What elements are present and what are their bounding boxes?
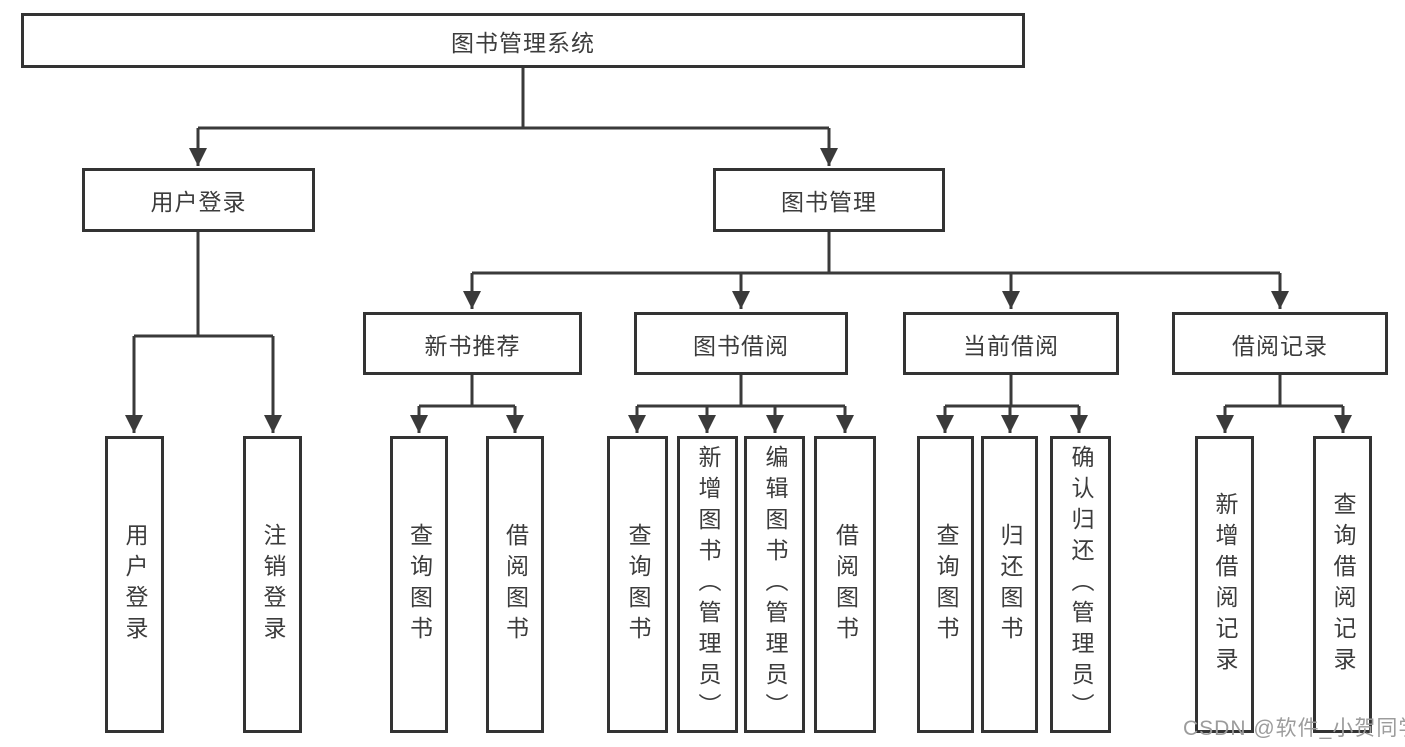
node-label: 查询图书 [406,522,433,647]
node-label: 借阅图书 [502,522,529,647]
node-user-login: 用户登录 [82,168,315,232]
node-label: 查询图书 [933,522,959,647]
node-label: 图书借阅 [693,332,789,359]
node-confirm-return-admin: 确认归还（管理员） [1050,436,1111,733]
node-label: 当前借阅 [963,332,1059,359]
node-new-book-recommend: 新书推荐 [363,312,582,375]
node-label: 查询借阅记录 [1330,491,1356,678]
node-label: 用户登录 [122,522,148,647]
node-label: 图书管理 [781,189,877,215]
node-root-library-system: 图书管理系统 [21,13,1025,68]
node-borrow-books: 借阅图书 [814,436,876,733]
node-label: 借阅记录 [1232,332,1328,359]
node-label: 查询图书 [625,522,651,647]
node-label: 确认归还（管理员） [1068,445,1094,724]
node-label: 新书推荐 [424,332,521,359]
node-book-management: 图书管理 [713,168,945,232]
node-add-borrow-record: 新增借阅记录 [1195,436,1254,733]
node-label: 新增借阅记录 [1212,491,1238,678]
node-query-books-borrow: 查询图书 [607,436,668,733]
node-label: 借阅图书 [832,522,859,647]
node-current-borrow: 当前借阅 [903,312,1119,375]
node-login: 用户登录 [105,436,164,733]
csdn-watermark: CSDN @软件_小贺同学 [1183,717,1405,740]
node-return-books: 归还图书 [981,436,1038,733]
node-edit-books-admin: 编辑图书（管理员） [744,436,805,733]
node-add-books-admin: 新增图书（管理员） [677,436,738,733]
node-label: 注销登录 [260,522,286,647]
node-query-books-recommend: 查询图书 [390,436,448,733]
node-label: 图书管理系统 [451,29,595,56]
node-query-books-current: 查询图书 [917,436,974,733]
node-logout: 注销登录 [243,436,302,733]
node-label: 用户登录 [150,189,247,215]
node-borrow-records: 借阅记录 [1172,312,1388,375]
node-query-borrow-record: 查询借阅记录 [1313,436,1372,733]
node-label: 编辑图书（管理员） [762,445,788,724]
node-book-borrow: 图书借阅 [634,312,848,375]
node-label: 新增图书（管理员） [695,445,721,724]
node-borrow-books-recommend: 借阅图书 [486,436,544,733]
node-label: 归还图书 [997,522,1023,647]
